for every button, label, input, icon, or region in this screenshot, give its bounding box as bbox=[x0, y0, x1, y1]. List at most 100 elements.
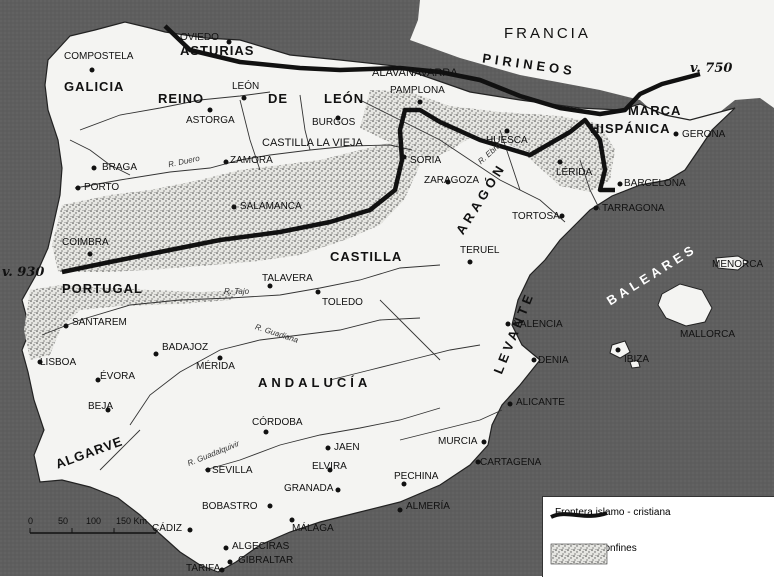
zone-ebro bbox=[360, 90, 615, 192]
marker-pechina bbox=[401, 481, 407, 487]
label-porto: PORTO bbox=[84, 182, 120, 193]
marker-barcelona bbox=[617, 181, 623, 187]
label-menorca: MENORCA bbox=[712, 259, 764, 270]
label-murcia: MURCIA bbox=[438, 436, 478, 447]
city-markers bbox=[37, 39, 679, 573]
label-tarifa: TARIFA bbox=[186, 563, 221, 574]
legend-row-frontier: Frontera islamo - cristiana bbox=[549, 507, 671, 519]
marker-algeciras bbox=[223, 545, 229, 551]
label-tortosa: TORTOSA bbox=[512, 211, 560, 222]
river-ebro bbox=[359, 99, 566, 223]
marker-pamplona bbox=[417, 99, 423, 105]
legend: Frontera islamo - cristiana Zonas de con… bbox=[542, 496, 774, 577]
label-cordoba: CÓRDOBA bbox=[252, 417, 303, 428]
marker-murcia bbox=[481, 439, 487, 445]
label-talavera: TALAVERA bbox=[262, 273, 313, 284]
label-river-tajo: R. Tajo bbox=[224, 287, 250, 296]
frontier-930 bbox=[61, 107, 615, 275]
region-francia: FRANCIA bbox=[504, 25, 591, 42]
annotation-v750: v. 750 bbox=[690, 61, 733, 76]
river-minor-9 bbox=[379, 299, 441, 361]
river-segura bbox=[399, 409, 503, 441]
region-andalucia: ANDALUCÍA bbox=[258, 375, 372, 390]
marker-cartagena bbox=[475, 459, 481, 465]
region-galicia: GALICIA bbox=[64, 79, 125, 94]
marker-denia bbox=[531, 357, 537, 363]
marker-coimbra bbox=[87, 251, 93, 257]
label-elvira: ELVIRA bbox=[312, 461, 347, 472]
island-menorca bbox=[715, 255, 749, 271]
label-sevilla: SEVILLA bbox=[212, 465, 253, 476]
label-malaga: MÁLAGA bbox=[292, 523, 334, 534]
label-leon: LEÓN bbox=[232, 81, 260, 92]
label-ibiza: IBIZA bbox=[624, 354, 650, 365]
label-toledo: TOLEDO bbox=[322, 297, 363, 308]
region-hispanica: HISPÁNICA bbox=[590, 121, 671, 136]
legend-row-zones: Zonas de confines bbox=[549, 543, 637, 565]
label-gibraltar: GIBRALTAR bbox=[238, 555, 294, 566]
label-almeria: ALMERÍA bbox=[406, 501, 450, 512]
marker-santarem bbox=[63, 323, 69, 329]
marker-badajoz bbox=[153, 351, 159, 357]
label-denia: DENIA bbox=[538, 355, 569, 366]
frontier-750 bbox=[163, 24, 701, 117]
river-minor-2 bbox=[69, 139, 131, 176]
legend-frontier-swatch bbox=[550, 511, 608, 519]
scale-bar-graphic bbox=[29, 528, 157, 534]
marker-granada bbox=[335, 487, 341, 493]
marker-alicante bbox=[507, 401, 513, 407]
label-lerida: LÉRIDA bbox=[556, 167, 593, 178]
region-reino: REINO bbox=[158, 91, 205, 106]
label-santarem: SANTAREM bbox=[72, 317, 127, 328]
marker-elvira bbox=[327, 467, 333, 473]
marker-tarragona bbox=[593, 205, 599, 211]
label-granada: GRANADA bbox=[284, 483, 334, 494]
marker-valencia bbox=[505, 321, 511, 327]
label-valencia: VALENCIA bbox=[514, 319, 563, 330]
label-badajoz: BADAJOZ bbox=[162, 342, 209, 353]
river-tajo bbox=[41, 264, 441, 336]
marker-cadiz bbox=[187, 527, 193, 533]
marker-toledo bbox=[315, 289, 321, 295]
label-beja: BEJA bbox=[88, 401, 114, 412]
label-coimbra: COIMBRA bbox=[62, 237, 109, 248]
island-mallorca bbox=[657, 283, 713, 327]
label-evora: ÉVORA bbox=[100, 371, 136, 382]
river-minor-3 bbox=[239, 99, 261, 171]
river-guadiana bbox=[129, 317, 421, 426]
label-burgos: BURGOS bbox=[312, 117, 356, 128]
marker-teruel bbox=[467, 259, 473, 265]
land-france bbox=[150, 0, 774, 128]
label-alicante: ALICANTE bbox=[516, 397, 565, 408]
label-algeciras: ALGECIRAS bbox=[232, 541, 290, 552]
label-bobastro: BOBASTRO bbox=[202, 501, 258, 512]
marker-leon bbox=[241, 95, 247, 101]
label-barcelona: BARCELONA bbox=[624, 178, 686, 189]
marker-tortosa bbox=[559, 213, 565, 219]
scale-tick-50: 50 bbox=[58, 516, 69, 526]
region-navarra: NAVARRA bbox=[406, 67, 458, 79]
label-cadiz: CÁDIZ bbox=[152, 523, 182, 534]
marker-astorga bbox=[207, 107, 213, 113]
river-minor-4 bbox=[299, 94, 311, 151]
marker-porto bbox=[75, 185, 81, 191]
region-portugal: PORTUGAL bbox=[62, 281, 143, 296]
river-guadalquivir bbox=[204, 407, 441, 471]
label-astorga: ASTORGA bbox=[186, 115, 235, 126]
marker-lerida bbox=[557, 159, 563, 165]
label-zaragoza: ZARAGOZA bbox=[424, 175, 480, 186]
scale-tick-0: 0 bbox=[28, 516, 34, 526]
marker-zaragoza bbox=[445, 179, 451, 185]
label-jaen: JAEN bbox=[334, 442, 360, 453]
label-cartagena: CARTAGENA bbox=[480, 457, 542, 468]
label-zamora: ZAMORA bbox=[230, 155, 273, 166]
label-merida: MÉRIDA bbox=[196, 361, 235, 372]
marker-lisboa bbox=[37, 359, 43, 365]
marker-evora bbox=[95, 377, 101, 383]
marker-soria bbox=[401, 154, 407, 160]
marker-jaen bbox=[325, 445, 331, 451]
river-minor-5 bbox=[329, 344, 481, 381]
zone-portugal-coast bbox=[24, 285, 240, 360]
marker-oviedo bbox=[226, 39, 232, 45]
